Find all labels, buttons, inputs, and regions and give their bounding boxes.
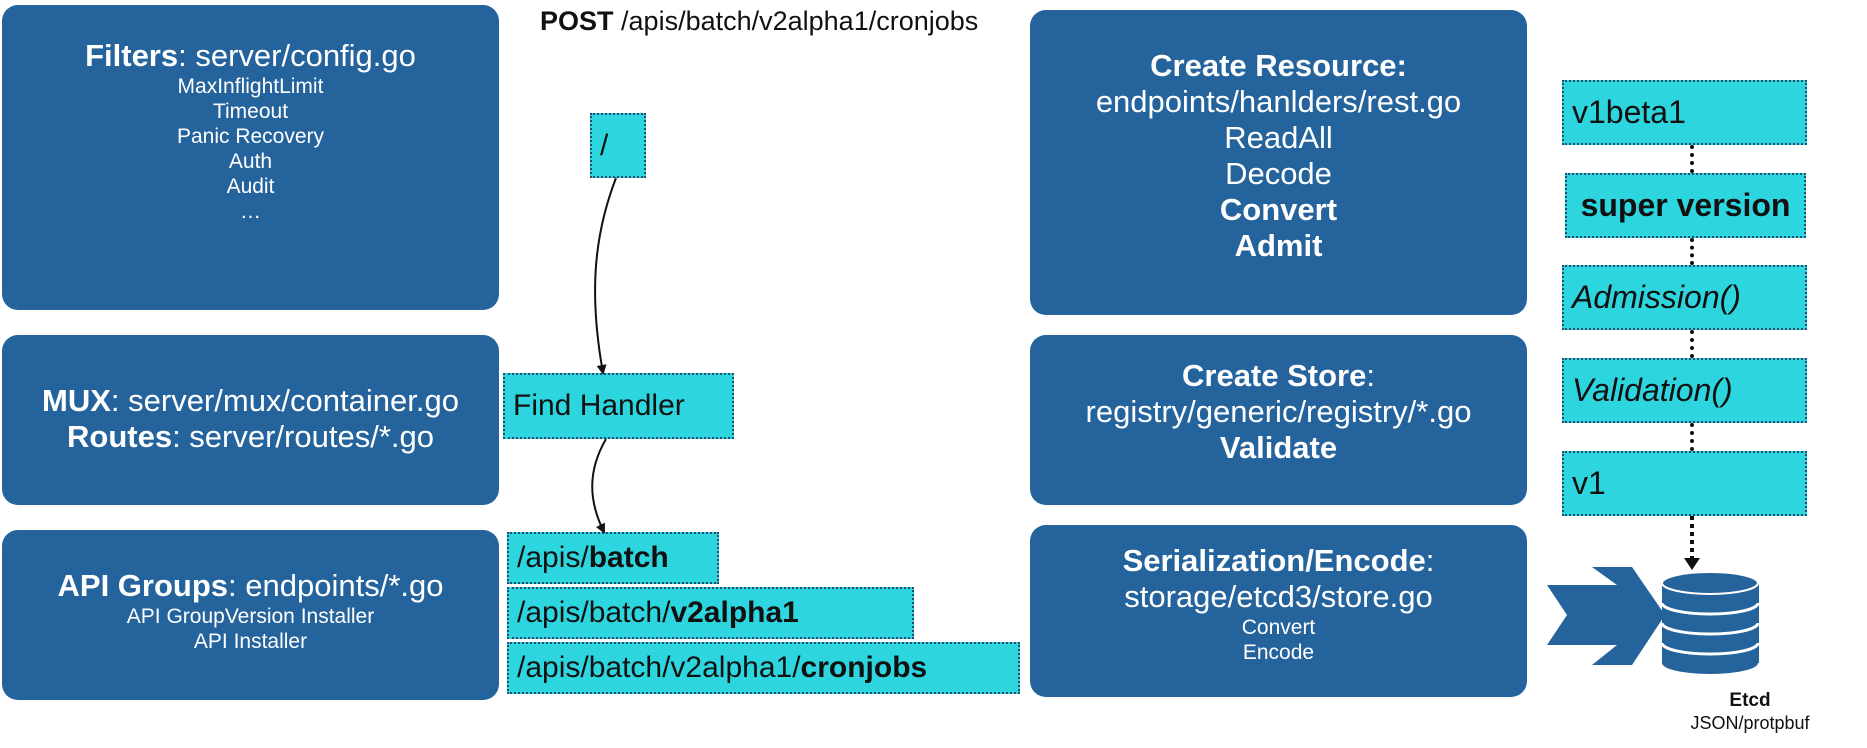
create-resource-step: Decode [1225, 156, 1332, 191]
create-store-file: registry/generic/registry/*.go [1085, 394, 1472, 429]
mux-heading: MUX: server/mux/container.go [2, 383, 499, 419]
validation-label: Validation() [1572, 372, 1733, 408]
filters-heading: Filters: server/config.go [2, 38, 499, 74]
create-resource-panel: Create Resource: endpoints/hanlders/rest… [1030, 10, 1527, 315]
routes-file: : server/routes/*.go [172, 419, 434, 454]
filters-title: Filters [85, 38, 179, 73]
super-version-box: super version [1565, 173, 1806, 238]
flow-arrow [591, 438, 607, 534]
request-line: POST /apis/batch/v2alpha1/cronjobs [540, 6, 978, 37]
api-groups-title: API Groups [57, 568, 229, 603]
version-connector [1690, 423, 1694, 451]
create-store-step: Validate [1219, 430, 1338, 465]
api-groups-item: API GroupVersion Installer [126, 605, 375, 628]
create-resource-title: Create Resource: [1150, 48, 1407, 83]
serialization-colon: : [1425, 543, 1435, 578]
etcd-label: Etcd [1729, 690, 1771, 711]
request-path: /apis/batch/v2alpha1/cronjobs [621, 6, 979, 36]
serialization-item: Convert [1241, 616, 1316, 639]
serialization-file: storage/etcd3/store.go [1124, 579, 1433, 614]
routes-heading: Routes: server/routes/*.go [2, 419, 499, 455]
create-store-title: Create Store [1182, 358, 1367, 393]
version-connector [1690, 238, 1694, 265]
validation-box: Validation() [1562, 358, 1807, 423]
admission-label: Admission() [1572, 279, 1741, 315]
create-resource-step-bold: Convert [1219, 192, 1338, 227]
version-v1beta1-label: v1beta1 [1572, 94, 1686, 130]
path-segment: batch [588, 541, 669, 574]
admission-box: Admission() [1562, 265, 1807, 330]
find-handler-box: Find Handler [503, 373, 734, 439]
filters-file: : server/config.go [178, 38, 416, 73]
api-groups-file: : endpoints/*.go [228, 568, 444, 603]
root-path-box: / [590, 113, 646, 178]
api-groups-panel: API Groups: endpoints/*.go API GroupVers… [2, 530, 499, 700]
create-store-panel: Create Store: registry/generic/registry/… [1030, 335, 1527, 505]
right-arrow-icon [1547, 567, 1665, 665]
version-connector [1690, 330, 1694, 358]
filters-item: Audit [226, 175, 275, 198]
filters-item: Auth [228, 150, 273, 173]
create-resource-step: ReadAll [1224, 120, 1333, 155]
request-method: POST [540, 6, 614, 36]
path-segment: v2alpha1 [670, 596, 799, 629]
filters-panel: Filters: server/config.go MaxInflightLim… [2, 5, 499, 310]
create-store-heading: Create Store: [1030, 358, 1527, 394]
path-cronjobs-box: /apis/batch/v2alpha1/cronjobs [507, 642, 1020, 694]
api-groups-heading: API Groups: endpoints/*.go [2, 568, 499, 604]
path-batch-box: /apis/batch [507, 532, 719, 584]
flow-arrow [594, 177, 617, 375]
super-version-label: super version [1580, 187, 1791, 223]
version-v1-label: v1 [1572, 465, 1606, 501]
mux-panel: MUX: server/mux/container.go Routes: ser… [2, 335, 499, 505]
database-icon [1660, 571, 1760, 674]
version-connector [1690, 145, 1694, 173]
etcd-format: JSON/protpbuf [1690, 713, 1810, 733]
routes-title: Routes [67, 419, 173, 454]
path-segment: cronjobs [800, 651, 928, 684]
create-store-colon: : [1366, 358, 1375, 393]
mux-title: MUX [42, 383, 111, 418]
mux-file: : server/mux/container.go [110, 383, 459, 418]
create-resource-step-bold: Admit [1234, 228, 1323, 263]
find-handler-label: Find Handler [513, 389, 685, 422]
path-prefix: /apis/ [517, 541, 589, 574]
serialization-heading: Serialization/Encode: [1030, 543, 1527, 579]
serialization-panel: Serialization/Encode: storage/etcd3/stor… [1030, 525, 1527, 697]
storage-arrowhead [1684, 558, 1700, 570]
filters-item: … [240, 200, 261, 223]
api-groups-item: API Installer [193, 630, 308, 653]
filters-item: MaxInflightLimit [177, 75, 324, 98]
version-v1-box: v1 [1562, 451, 1807, 516]
path-prefix: /apis/batch/ [517, 596, 671, 629]
root-path-label: / [600, 128, 609, 162]
serialization-item: Encode [1242, 641, 1315, 664]
create-resource-file: endpoints/hanlders/rest.go [1095, 84, 1462, 119]
version-v1beta1-box: v1beta1 [1562, 80, 1807, 145]
filters-item: Timeout [212, 100, 289, 123]
path-prefix: /apis/batch/v2alpha1/ [517, 651, 801, 684]
filters-item: Panic Recovery [176, 125, 325, 148]
path-v2alpha1-box: /apis/batch/v2alpha1 [507, 587, 914, 639]
serialization-title: Serialization/Encode [1122, 543, 1426, 578]
